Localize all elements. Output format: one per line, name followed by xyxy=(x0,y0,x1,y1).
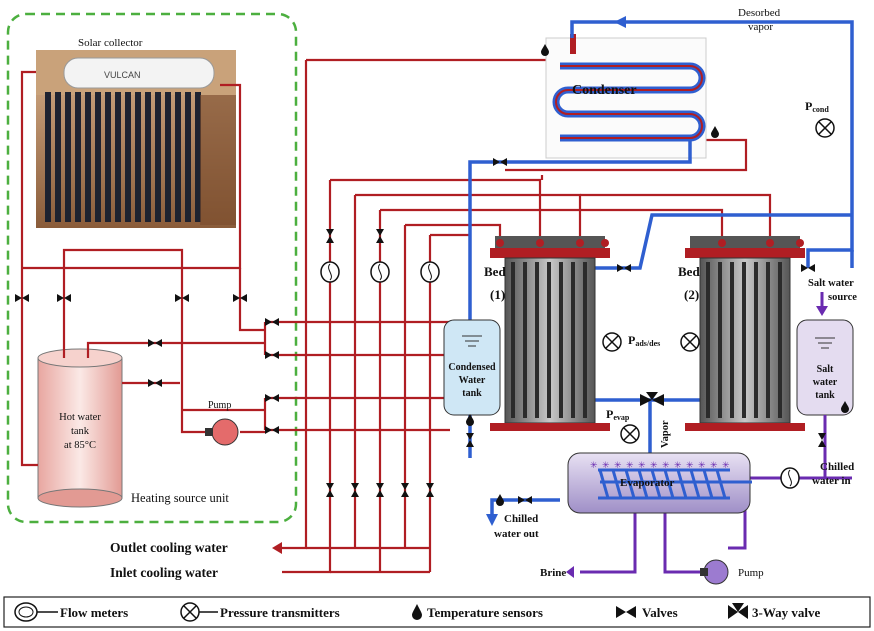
evaporator-label: Evaporator xyxy=(620,477,675,489)
valve-icon[interactable] xyxy=(518,496,532,504)
desorbed-vapor-label-2: vapor xyxy=(748,21,773,33)
chilled-out-label-2: water out xyxy=(494,528,539,540)
bed-fitting xyxy=(796,239,804,247)
hot-tank-label-1: Hot water xyxy=(59,412,101,423)
valve-icon[interactable] xyxy=(466,433,474,447)
condensed-tank-label-1: Condensed xyxy=(448,362,496,373)
salt-tank-label-1: Salt xyxy=(817,364,834,375)
valve-icon[interactable] xyxy=(401,483,409,497)
legend-flow-meters: Flow meters xyxy=(60,605,128,620)
bed-2-label-a: Bed xyxy=(678,264,700,279)
valve-icon[interactable] xyxy=(326,483,334,497)
legend-pressure-transmitters: Pressure transmitters xyxy=(220,605,340,620)
valve-icon[interactable] xyxy=(617,264,631,272)
salt-source-label-2: source xyxy=(828,292,857,303)
condensed-tank-label-3: tank xyxy=(462,388,482,399)
pump-left-label: Pump xyxy=(208,400,231,411)
valve-icon[interactable] xyxy=(265,426,279,434)
bed-2-label-b: (2) xyxy=(684,287,699,302)
inlet-cooling-label: Inlet cooling water xyxy=(110,565,218,580)
p-ads-label: Pads/des xyxy=(628,333,660,348)
condenser-label: Condenser xyxy=(572,83,637,98)
p-cond-label: Pcond xyxy=(805,99,829,114)
spray-nozzle-icon: ✳ xyxy=(650,460,658,470)
temperature-sensor-icon xyxy=(711,126,719,138)
valve-icon[interactable] xyxy=(376,483,384,497)
valve-icon[interactable] xyxy=(265,394,279,402)
temperature-sensor-icon xyxy=(466,414,474,426)
legend-temperature-sensors: Temperature sensors xyxy=(427,605,543,620)
valve-icon[interactable] xyxy=(351,483,359,497)
heating-unit-label: Heating source unit xyxy=(131,491,229,505)
solar-collector-label: Solar collector xyxy=(78,37,143,49)
bed-1-label-b: (1) xyxy=(490,287,505,302)
hot-tank-label-3: at 85°C xyxy=(64,440,96,451)
spray-nozzle-icon: ✳ xyxy=(626,460,634,470)
spray-nozzle-icon: ✳ xyxy=(614,460,622,470)
spray-nozzle-icon: ✳ xyxy=(674,460,682,470)
solar-collector-image: VULCAN xyxy=(36,50,236,228)
valve-icon[interactable] xyxy=(326,229,334,243)
valve-icon[interactable] xyxy=(265,351,279,359)
salt-tank-label-3: tank xyxy=(815,390,835,401)
vapor-label: Vapor xyxy=(660,420,671,448)
bed-fitting xyxy=(766,239,774,247)
valve-icon[interactable] xyxy=(148,379,162,387)
bed-fitting xyxy=(536,239,544,247)
legend-three-way-valve: 3-Way valve xyxy=(752,605,820,620)
spray-nozzle-icon: ✳ xyxy=(698,460,706,470)
condensed-tank-label-2: Water xyxy=(459,375,486,386)
spray-nozzle-icon: ✳ xyxy=(686,460,694,470)
legend-valves: Valves xyxy=(642,605,678,620)
valve-icon[interactable] xyxy=(265,318,279,326)
desorbed-vapor-label-1: Desorbed xyxy=(738,7,781,19)
pump-right-label: Pump xyxy=(738,567,764,579)
spray-nozzle-icon: ✳ xyxy=(662,460,670,470)
salt-tank-label-2: water xyxy=(813,377,838,388)
vulcan-logo-text: VULCAN xyxy=(104,70,141,80)
brine-label: Brine xyxy=(540,567,566,579)
temperature-sensor-icon xyxy=(496,494,504,506)
chilled-out-label-1: Chilled xyxy=(504,513,538,525)
chilled-in-label-1: Chilled xyxy=(820,461,854,473)
salt-source-label-1: Salt water xyxy=(808,278,854,289)
p-evap-label: Pevap xyxy=(606,407,630,422)
spray-nozzle-icon: ✳ xyxy=(710,460,718,470)
spray-nozzle-icon: ✳ xyxy=(602,460,610,470)
three-way-valve-icon[interactable] xyxy=(640,392,664,406)
valve-icon[interactable] xyxy=(493,158,507,166)
valve-icon[interactable] xyxy=(426,483,434,497)
pump-left xyxy=(205,419,238,445)
bed-fitting xyxy=(576,239,584,247)
bed-1-label-a: Bed xyxy=(484,264,506,279)
spray-nozzle-icon: ✳ xyxy=(722,460,730,470)
spray-nozzle-icon: ✳ xyxy=(638,460,646,470)
hot-tank-label-2: tank xyxy=(71,426,90,437)
spray-nozzle-icon: ✳ xyxy=(590,460,598,470)
valve-icon[interactable] xyxy=(148,339,162,347)
chilled-in-label-2: water in xyxy=(812,475,851,487)
bed-fitting xyxy=(601,239,609,247)
outlet-cooling-label: Outlet cooling water xyxy=(110,540,228,555)
valve-icon[interactable] xyxy=(376,229,384,243)
bed-fitting xyxy=(496,239,504,247)
bed-fitting xyxy=(718,239,726,247)
pump-right xyxy=(700,560,728,584)
